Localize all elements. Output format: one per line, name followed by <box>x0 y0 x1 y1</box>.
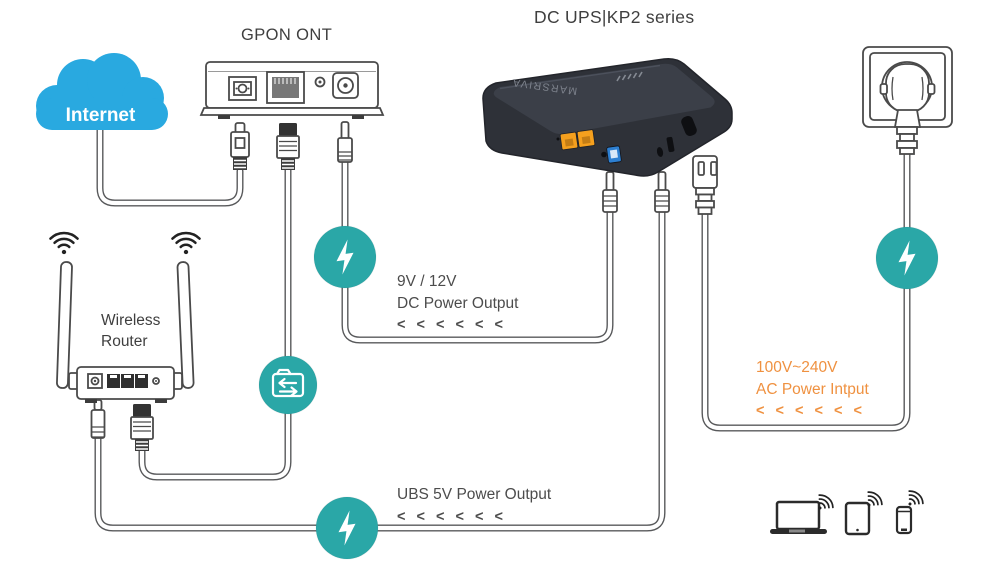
wireless-router-label: Wireless Router <box>101 310 160 352</box>
antenna-right <box>176 261 195 389</box>
data-transfer-icon <box>258 355 318 415</box>
ethernet-connector-ont <box>276 123 300 170</box>
gpon-ont-label: GPON ONT <box>241 26 333 44</box>
dc-ups-device: MARSRIVA <box>482 58 733 177</box>
wireless-router-label-line2: Router <box>101 333 148 350</box>
diagram-title: DC UPS|KP2 series <box>534 7 695 27</box>
fiber-cable <box>96 122 244 207</box>
fiber-connector <box>230 122 250 170</box>
dc-output-annotation: 9V / 12V DC Power Output < < < < < < <box>397 271 518 337</box>
ups-led-indicators <box>616 71 643 82</box>
power-icon-dc <box>313 225 377 289</box>
wifi-icon-right-antenna <box>171 231 201 256</box>
ac-power-cable <box>701 149 911 432</box>
ups-dc-in-jack <box>601 151 607 158</box>
dc-output-voltage: 9V / 12V <box>397 273 457 290</box>
internet-label: Internet <box>65 105 136 126</box>
smartphone-icon <box>895 505 913 535</box>
router-button <box>152 377 160 385</box>
wifi-icon-left-antenna <box>49 231 79 256</box>
ac-input-text: AC Power Intput <box>756 380 869 398</box>
internet-cloud <box>36 53 168 130</box>
wireless-router-label-line1: Wireless <box>101 312 161 329</box>
dc-plug-ups-1 <box>602 171 618 213</box>
dc-plug-ups-2 <box>654 171 670 213</box>
lan-port <box>266 71 305 104</box>
ac-input-voltage: 100V~240V <box>756 359 838 376</box>
antenna-left <box>56 261 73 389</box>
gpon-ont-device <box>199 61 385 119</box>
ac-input-annotation: 100V~240V AC Power Intput < < < < < < <box>756 357 869 423</box>
client-devices <box>770 487 927 536</box>
usb-output-text: UBS 5V Power Output <box>397 486 552 503</box>
laptop-icon <box>770 500 827 534</box>
wall-outlet-device <box>862 46 953 155</box>
tablet-icon <box>844 501 871 536</box>
dc-power-cable <box>341 158 614 344</box>
usb-power-cable <box>94 206 666 532</box>
reset-button <box>314 76 326 88</box>
ac-input-chevrons: < < < < < < <box>756 403 866 419</box>
dc-jack-port <box>332 72 359 99</box>
ups-usb-port <box>666 136 675 153</box>
dc-output-text: DC Power Output <box>397 294 519 312</box>
ups-ac-inlet <box>681 115 697 137</box>
router-dc-port <box>87 373 103 389</box>
wireless-router-device <box>49 231 201 403</box>
dc-plug-ont <box>337 121 353 163</box>
ethernet-cable <box>138 166 292 481</box>
power-icon-ac <box>875 226 939 290</box>
power-icon-usb <box>315 496 379 560</box>
ups-round-port <box>656 147 664 157</box>
ups-dc-out-port <box>606 145 622 164</box>
router-lan-ports <box>107 374 148 388</box>
usb-output-annotation: UBS 5V Power Output < < < < < < <box>397 484 551 528</box>
usb-output-chevrons: < < < < < < <box>397 508 507 525</box>
dc-plug-router <box>90 399 106 439</box>
optical-port <box>228 76 257 101</box>
ac-c7-connector <box>692 155 718 215</box>
ethernet-connector-router <box>130 404 154 451</box>
dc-output-chevrons: < < < < < < <box>397 317 507 333</box>
